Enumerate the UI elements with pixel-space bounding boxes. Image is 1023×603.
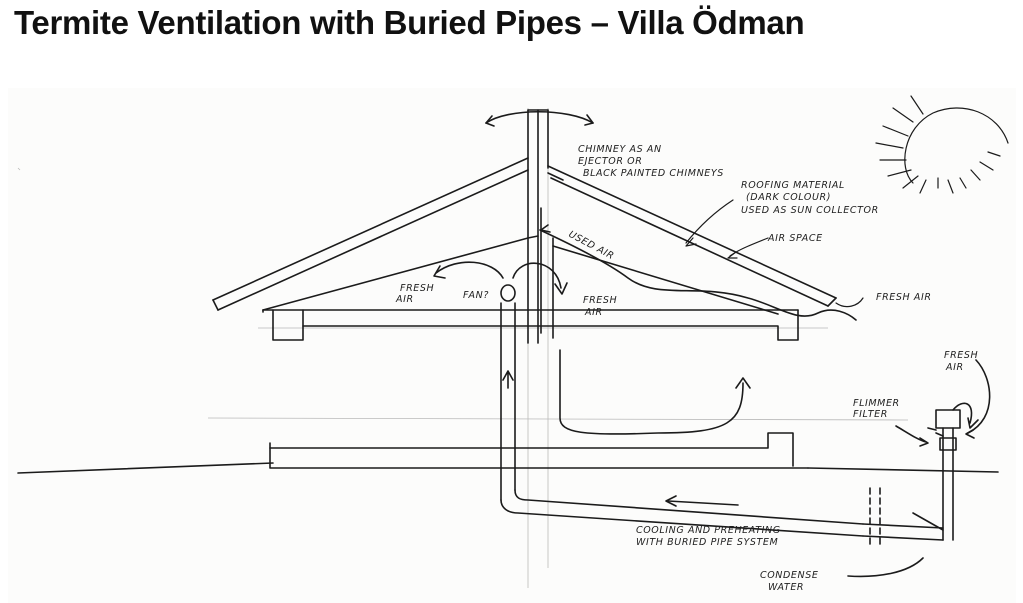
svg-text:FRESH: FRESH [583, 295, 617, 306]
svg-text:BLACK PAINTED CHIMNEYS: BLACK PAINTED CHIMNEYS [583, 168, 724, 179]
label-chimney-2: EJECTOR OR [578, 156, 642, 167]
label-chimney-1: CHIMNEY AS AN [578, 144, 662, 155]
svg-text:CONDENSE: CONDENSE [760, 570, 818, 581]
label-roofing-3: USED AS SUN COLLECTOR [741, 205, 879, 216]
svg-text:AIR: AIR [945, 362, 964, 373]
label-filter-2: FILTER [853, 409, 888, 420]
sun-icon [875, 95, 1009, 194]
house-body [17, 309, 999, 474]
label-condense-2: WATER [768, 582, 804, 593]
svg-text:AIR: AIR [584, 307, 603, 318]
label-fresh-air-mid-2: AIR [584, 307, 603, 318]
label-fresh-air-right: FRESH AIR [876, 292, 932, 303]
svg-text:EJECTOR OR: EJECTOR OR [578, 156, 642, 167]
label-fan: FAN? [463, 290, 489, 301]
label-roofing-1: ROOFING MATERIAL [741, 180, 845, 191]
svg-text:CHIMNEY AS AN: CHIMNEY AS AN [578, 144, 662, 155]
label-pipe-system-1: COOLING AND PREHEATING [636, 525, 781, 536]
label-chimney-3: BLACK PAINTED CHIMNEYS [583, 168, 724, 179]
buried-pipe [665, 359, 991, 578]
supply-pipe [500, 284, 864, 537]
svg-text:WITH BURIED PIPE SYSTEM: WITH BURIED PIPE SYSTEM [636, 537, 778, 548]
svg-text:ROOFING MATERIAL: ROOFING MATERIAL [741, 180, 845, 191]
label-air-space: AIR SPACE [767, 233, 823, 244]
label-intake-1: FRESH [944, 350, 978, 361]
svg-text:(DARK COLOUR): (DARK COLOUR) [746, 192, 831, 203]
diagram-canvas: CHIMNEY AS AN EJECTOR OR BLACK PAINTED C… [17, 95, 1009, 593]
svg-text:AIR: AIR [395, 294, 414, 305]
svg-text:FILTER: FILTER [853, 409, 888, 420]
label-condense-1: CONDENSE [760, 570, 818, 581]
svg-text:FRESH: FRESH [944, 350, 978, 361]
label-roofing-2: (DARK COLOUR) [746, 192, 831, 203]
svg-text:FLIMMER: FLIMMER [853, 398, 900, 409]
label-filter-1: FLIMMER [853, 398, 900, 409]
svg-text:USED AS SUN COLLECTOR: USED AS SUN COLLECTOR [741, 205, 879, 216]
label-fresh-air-left-1: FRESH [400, 283, 434, 294]
chimney [485, 109, 594, 344]
svg-text:COOLING AND PREHEATING: COOLING AND PREHEATING [636, 525, 781, 536]
page-title: Termite Ventilation with Buried Pipes – … [14, 4, 805, 41]
sketch-diagram: CHIMNEY AS AN EJECTOR OR BLACK PAINTED C… [8, 88, 1016, 603]
label-fresh-air-mid-1: FRESH [583, 295, 617, 306]
svg-text:FRESH: FRESH [400, 283, 434, 294]
leader-lines [685, 199, 864, 308]
label-fresh-air-left-2: AIR [395, 294, 414, 305]
label-intake-2: AIR [945, 362, 964, 373]
svg-text:WATER: WATER [768, 582, 804, 593]
label-pipe-system-2: WITH BURIED PIPE SYSTEM [636, 537, 778, 548]
interior-airflow [433, 224, 857, 435]
